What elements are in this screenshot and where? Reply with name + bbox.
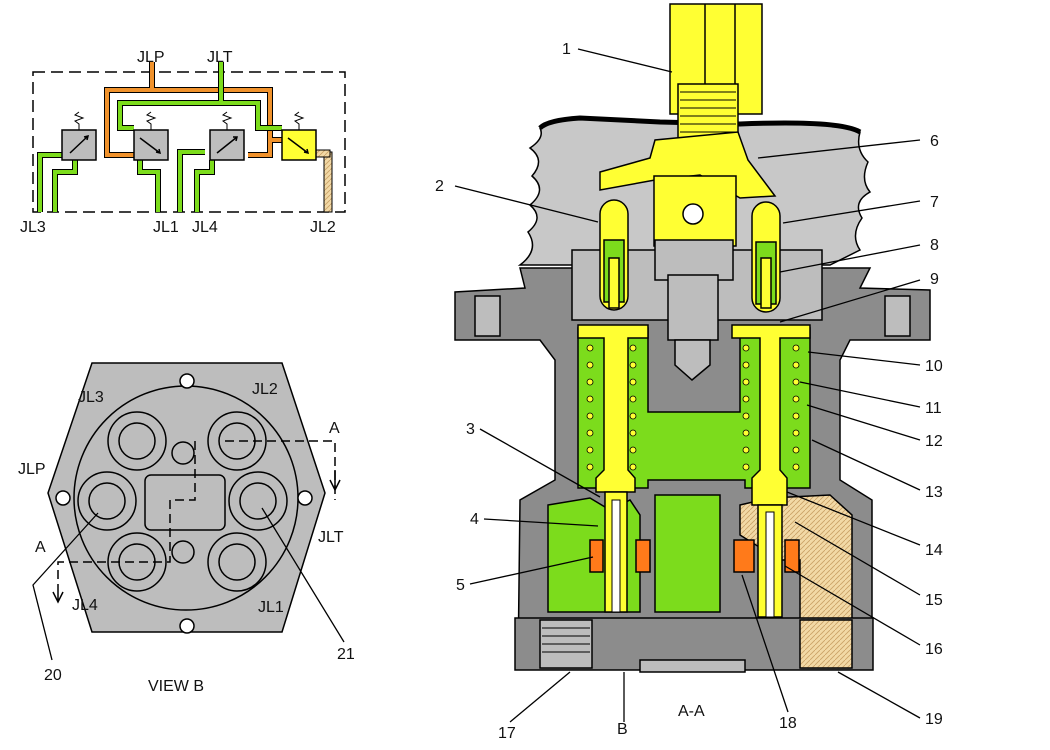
callout-21: 21 (337, 646, 355, 663)
leader-21 (261, 507, 345, 643)
callout-1: 1 (562, 41, 571, 58)
leader-lines (454, 48, 921, 723)
callout-14: 14 (925, 542, 943, 559)
callout-16: 16 (925, 641, 943, 658)
view-b-port-jl3: JL3 (78, 389, 104, 406)
schematic-boundary (32, 71, 346, 213)
port-bosses (77, 411, 288, 592)
section-arrow-right (329, 470, 341, 492)
port-label-jlp: JLP (137, 49, 165, 66)
callout-15: 15 (925, 592, 943, 609)
valve-symbol-jl2 (281, 111, 317, 161)
spring-icon (221, 111, 233, 130)
view-b: JL3 JL2 JLP JLT JL4 JL1 A A 20 21 VIEW B (18, 362, 355, 695)
view-marker-b: B (617, 721, 628, 738)
port-label-jl1: JL1 (153, 219, 179, 236)
section-caption: A-A (678, 703, 705, 720)
spring-icon (145, 111, 157, 130)
center-block (144, 474, 226, 531)
right-spool (731, 201, 811, 618)
callout-10: 10 (925, 358, 943, 375)
port-label-jlt: JLT (207, 49, 233, 66)
spring-icon (73, 111, 85, 130)
valve-symbol-jl4 (209, 111, 245, 161)
valve-symbol-jl1 (133, 111, 169, 161)
view-b-port-jlp: JLP (18, 461, 46, 478)
center-plunger (667, 274, 719, 341)
callout-6: 6 (930, 133, 939, 150)
callout-7: 7 (930, 194, 939, 211)
callout-3: 3 (466, 421, 475, 438)
view-b-caption: VIEW B (148, 678, 204, 695)
leader-20 (32, 512, 99, 661)
view-b-port-jl1: JL1 (258, 599, 284, 616)
spring-icon (293, 111, 305, 130)
valve-symbol-jl3 (61, 111, 97, 161)
hydraulic-schematic: JLP JLT JL3 JL1 JL4 JL2 (20, 49, 346, 236)
return-oil-cavity (577, 327, 811, 489)
callout-11: 11 (925, 400, 942, 417)
port-label-jl2: JL2 (310, 219, 336, 236)
callout-20: 20 (44, 667, 62, 684)
callout-18: 18 (779, 715, 797, 732)
return-lines-fill (38, 62, 282, 212)
callout-9: 9 (930, 271, 939, 288)
port-label-jl3: JL3 (20, 219, 46, 236)
section-a-a: 1 2 3 4 5 6 7 8 9 10 11 12 13 14 15 16 1… (435, 3, 943, 742)
callout-8: 8 (930, 237, 939, 254)
control-lever (599, 3, 777, 247)
seal-right (733, 539, 755, 573)
callout-5: 5 (456, 577, 465, 594)
left-spool (577, 199, 649, 613)
callout-19: 19 (925, 711, 943, 728)
view-b-port-jl4: JL4 (72, 597, 98, 614)
bolt-holes (55, 373, 313, 634)
callout-4: 4 (470, 511, 479, 528)
view-b-port-jl2: JL2 (252, 381, 278, 398)
callout-17: 17 (498, 725, 516, 742)
section-line-a-a (57, 440, 336, 590)
callout-12: 12 (925, 433, 943, 450)
seal-left (589, 539, 604, 573)
port-label-jl4: JL4 (192, 219, 218, 236)
section-arrow-left (52, 590, 64, 604)
view-b-port-jlt: JLT (318, 529, 344, 546)
jl2-pilot-line (323, 151, 333, 213)
callout-13: 13 (925, 484, 943, 501)
pump-supply-lines-fill (105, 62, 283, 157)
callout-2: 2 (435, 178, 444, 195)
spring-coils (586, 344, 800, 471)
section-marker-left: A (35, 539, 46, 556)
section-marker-right: A (329, 420, 340, 437)
